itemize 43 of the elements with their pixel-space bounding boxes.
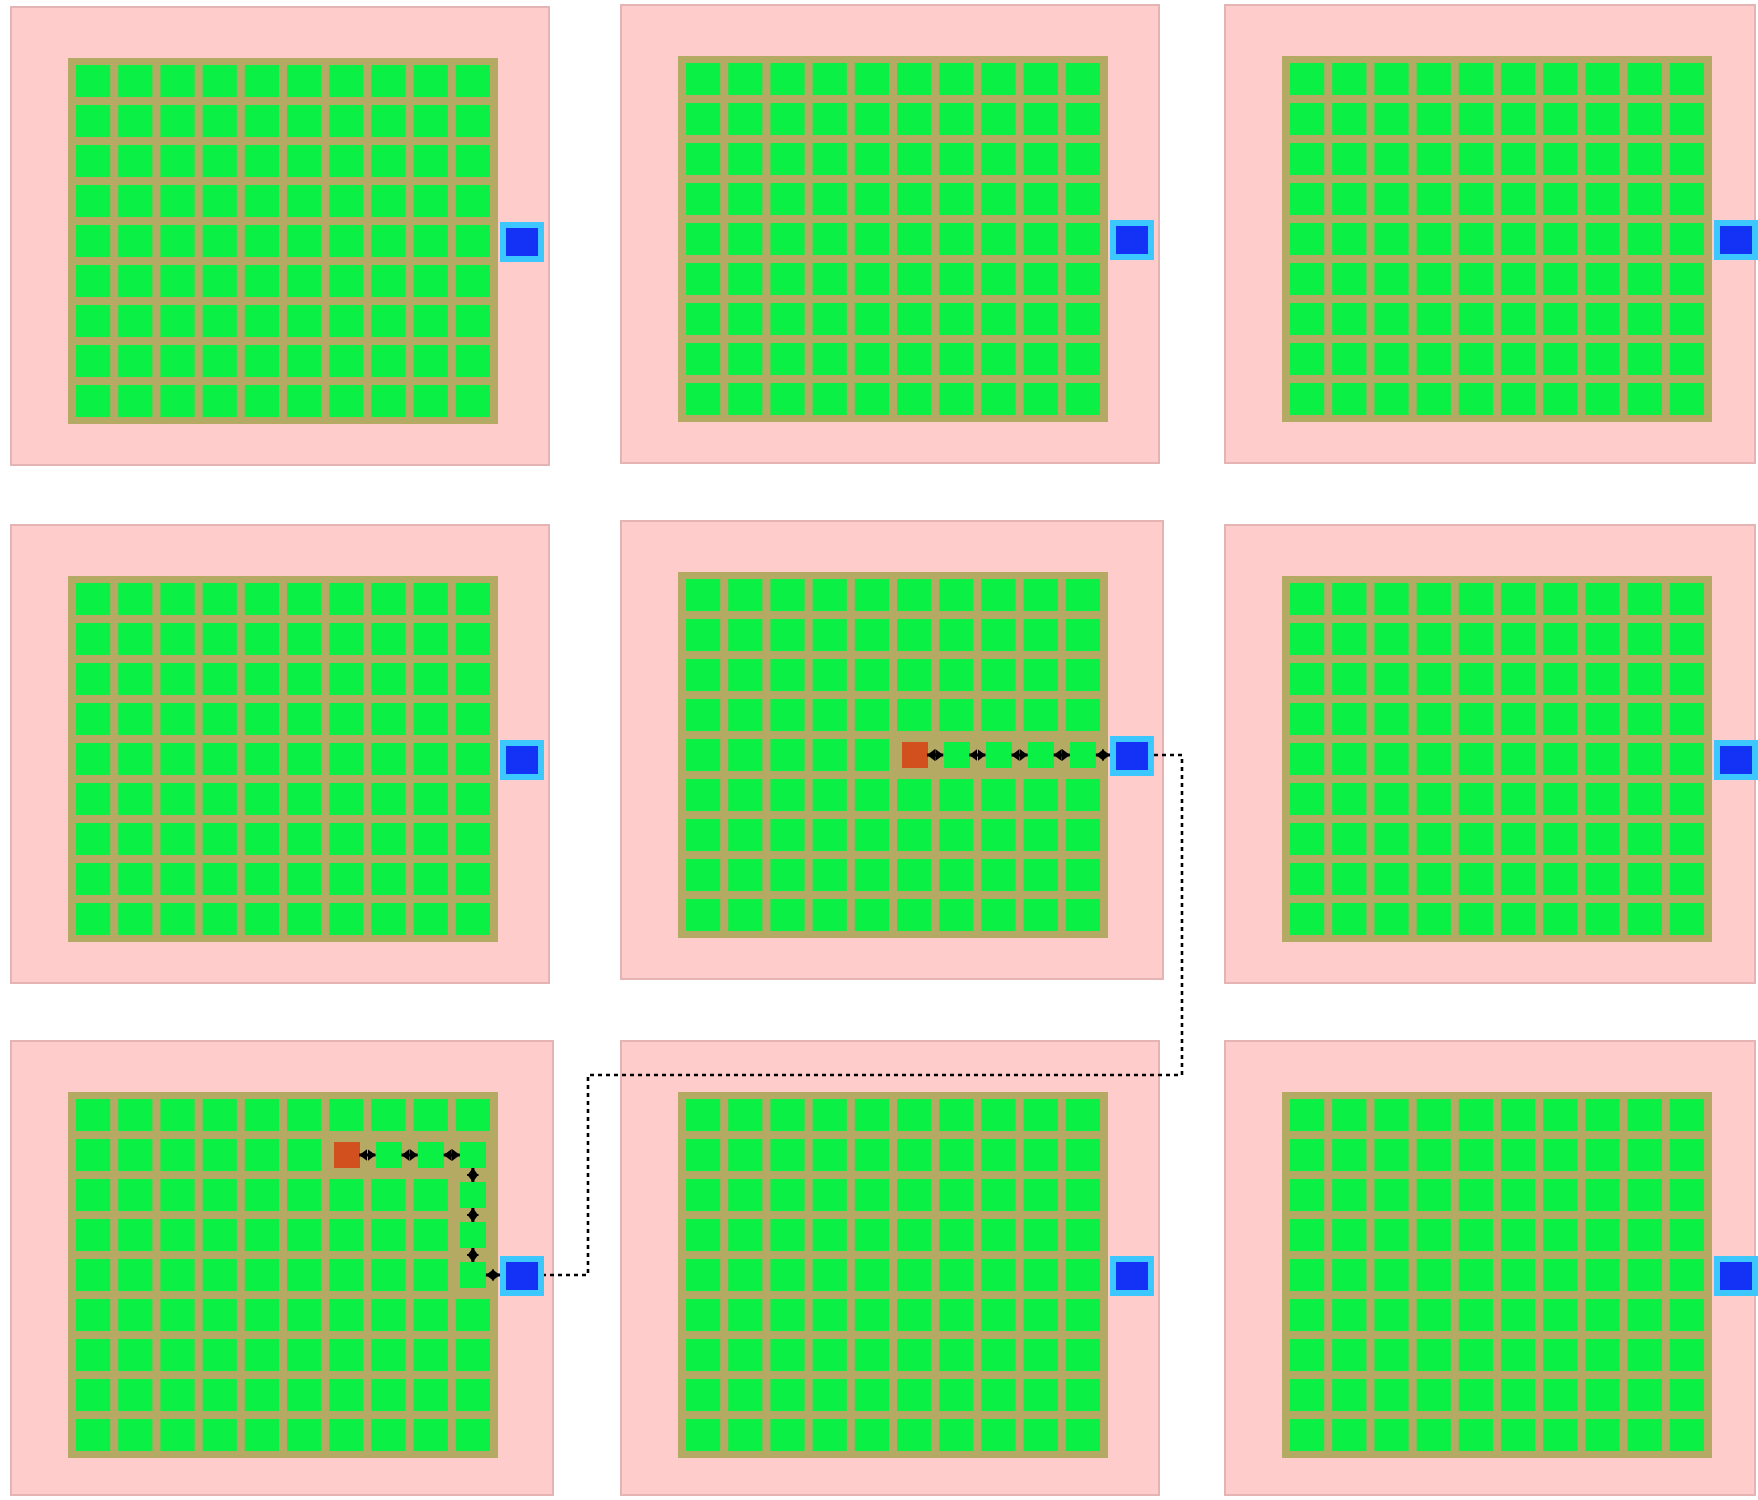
router-port [500, 221, 544, 261]
router-port [500, 739, 544, 779]
router-port [1714, 739, 1758, 779]
core-tile [985, 742, 1012, 768]
chip-board [1224, 1040, 1756, 1496]
chip-board [10, 6, 550, 466]
router-port [1110, 735, 1154, 775]
router-port [1714, 1255, 1758, 1295]
chip-board [1224, 4, 1756, 464]
dotted-link [544, 753, 1184, 1277]
router-port [1714, 219, 1758, 259]
core-tile [943, 742, 970, 768]
double-arrow [1053, 749, 1070, 761]
double-arrow [466, 1168, 479, 1182]
double-arrow [466, 1248, 479, 1262]
router-port [1110, 219, 1154, 259]
core-tile [1027, 742, 1054, 768]
double-arrow [466, 1208, 479, 1222]
double-arrow [401, 1149, 418, 1161]
router-port [500, 1255, 544, 1295]
chip-board [620, 4, 1160, 464]
double-arrow [1095, 749, 1110, 761]
core-tile [459, 1182, 486, 1208]
double-arrow [359, 1149, 376, 1161]
core-tile [459, 1222, 486, 1248]
core-tile [901, 742, 928, 768]
core-tile [459, 1142, 486, 1168]
router-port [1110, 1255, 1154, 1295]
chip-board [620, 520, 1164, 980]
double-arrow [927, 749, 944, 761]
chip-board [620, 1040, 1160, 1496]
core-tile [333, 1142, 360, 1168]
core-tile [459, 1262, 486, 1288]
double-arrow [443, 1149, 460, 1161]
core-tile [375, 1142, 402, 1168]
core-tile [1069, 742, 1096, 768]
chip-board [10, 524, 550, 984]
double-arrow [969, 749, 986, 761]
double-arrow [485, 1269, 500, 1281]
chip-board [10, 1040, 554, 1496]
chip-board [1224, 524, 1756, 984]
double-arrow [1011, 749, 1028, 761]
core-tile [417, 1142, 444, 1168]
